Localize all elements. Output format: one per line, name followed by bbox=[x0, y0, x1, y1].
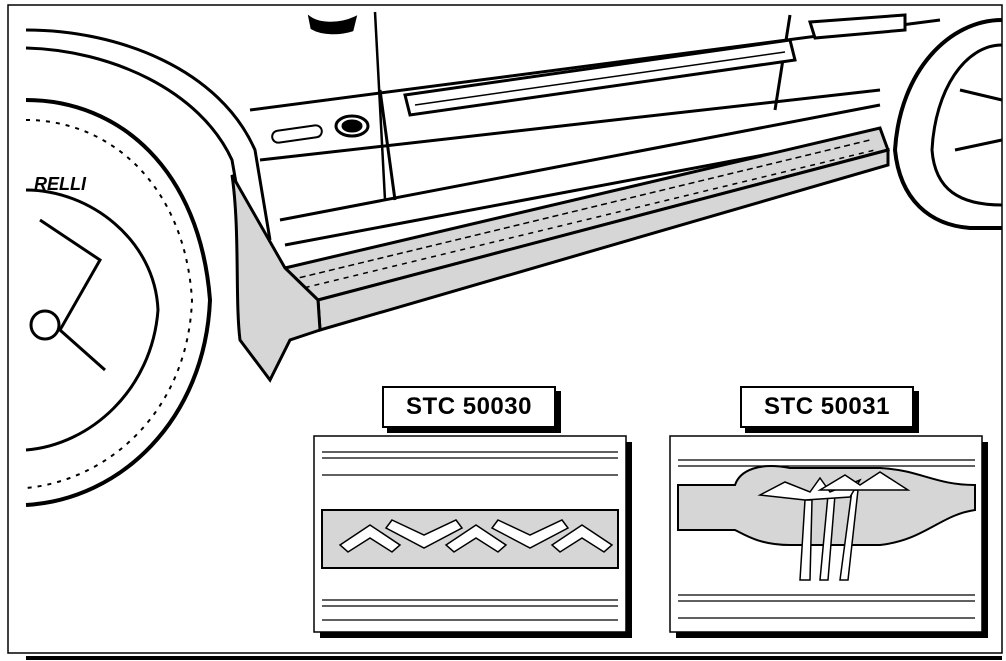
outer-border bbox=[7, 4, 1003, 654]
front-wheel bbox=[892, 18, 1003, 230]
inset-stc-50030 bbox=[313, 435, 632, 638]
car-body bbox=[25, 11, 941, 247]
tyre-brand-text: RELLI bbox=[34, 174, 87, 194]
inset-stc-50031 bbox=[669, 435, 988, 638]
side-step bbox=[230, 126, 890, 383]
part-number-label-b: STC 50031 bbox=[740, 386, 914, 428]
part-number-label-a: STC 50030 bbox=[382, 386, 556, 428]
rear-wheel: RELLI bbox=[25, 98, 213, 507]
border-shadow bbox=[26, 656, 1002, 660]
